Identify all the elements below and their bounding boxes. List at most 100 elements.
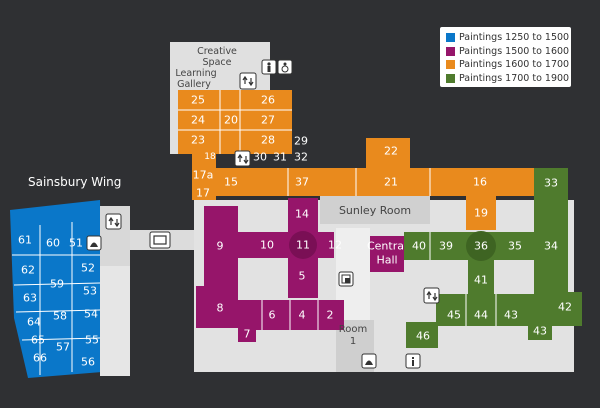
learning-gallery-label-line2: Gallery <box>177 79 211 90</box>
room-17[interactable]: 17a <box>193 169 214 182</box>
room-41[interactable]: 42 <box>558 301 572 314</box>
room-1-label-line1[interactable]: Room <box>339 324 367 335</box>
creative-space-label-line2: Space <box>203 57 232 68</box>
accessible-toilet-icon[interactable] <box>277 59 293 75</box>
toilet-icon[interactable] <box>261 59 277 75</box>
room-16[interactable]: 17 <box>196 187 210 200</box>
room-46[interactable]: 46 <box>416 330 430 343</box>
room-27[interactable]: 31 <box>273 151 287 164</box>
area-labels: Creative Space Learning Gallery Sunley R… <box>175 46 411 347</box>
room-38[interactable]: 39 <box>439 240 453 253</box>
legend-swatch-green <box>446 73 455 83</box>
orange-upper-block <box>178 90 292 154</box>
room-65[interactable]: 65 <box>31 334 45 347</box>
room-6[interactable]: 6 <box>269 309 276 322</box>
legend-item-1500-1600: Paintings 1500 to 1600 <box>446 45 571 59</box>
lift-icon[interactable] <box>239 72 257 90</box>
room-14[interactable]: 14 <box>295 208 309 221</box>
legend-swatch-purple <box>446 46 455 56</box>
room-56[interactable]: 56 <box>81 356 95 369</box>
room-37[interactable]: 19 <box>474 207 488 220</box>
room-51[interactable]: 51 <box>69 237 83 250</box>
legend-swatch-orange <box>446 60 455 70</box>
room-58[interactable]: 58 <box>53 310 67 323</box>
room-10[interactable]: 10 <box>260 239 274 252</box>
room-63[interactable]: 63 <box>23 292 37 305</box>
room-12[interactable]: 12 <box>328 239 342 252</box>
room-28[interactable]: 32 <box>294 151 308 164</box>
sunley-room-label[interactable]: Sunley Room <box>339 204 411 217</box>
room-40[interactable]: 41 <box>474 274 488 287</box>
room-36-rotunda <box>466 231 496 261</box>
green-lower-block <box>436 294 534 326</box>
room-59[interactable]: 59 <box>50 278 64 291</box>
sainsbury-rooms: 61 60 51 62 52 59 63 53 64 58 54 65 57 5… <box>18 234 99 369</box>
room-23[interactable]: 27 <box>261 114 275 127</box>
shop-icon[interactable] <box>149 231 171 249</box>
room-8[interactable]: 8 <box>217 302 224 315</box>
room-61[interactable]: 61 <box>18 234 32 247</box>
room-32[interactable]: 16 <box>473 176 487 189</box>
cloakroom-icon[interactable] <box>338 271 354 287</box>
room-4[interactable]: 4 <box>299 309 306 322</box>
cafe-icon[interactable] <box>86 235 102 251</box>
room-62[interactable]: 62 <box>21 264 35 277</box>
period-1600-1700 <box>178 90 534 230</box>
lift-icon-sainsbury[interactable] <box>105 213 122 230</box>
cafe-icon-lower[interactable] <box>361 353 377 369</box>
room-39[interactable]: 40 <box>412 240 426 253</box>
sainsbury-wing-floor <box>10 200 102 378</box>
main-building <box>170 42 574 372</box>
room-22[interactable]: 26 <box>261 94 275 107</box>
room-60[interactable]: 60 <box>46 237 60 250</box>
room-9[interactable]: 9 <box>217 240 224 253</box>
room-5[interactable]: 5 <box>299 270 306 283</box>
room-1-label-line2[interactable]: 1 <box>350 336 356 347</box>
room-44[interactable]: 44 <box>474 309 488 322</box>
room-17a[interactable]: 18 <box>204 152 216 162</box>
purple-dividers <box>261 300 319 330</box>
room-11[interactable]: 11 <box>296 239 310 252</box>
room-52[interactable]: 52 <box>81 262 95 275</box>
facility-icons <box>86 59 440 369</box>
room-43[interactable]: 43 <box>504 309 518 322</box>
period-1700-1900 <box>404 168 582 348</box>
room-26[interactable]: 30 <box>253 151 267 164</box>
room-30[interactable]: 21 <box>384 176 398 189</box>
room-64[interactable]: 64 <box>27 316 41 329</box>
room-19[interactable]: 23 <box>191 134 205 147</box>
room-36[interactable]: 36 <box>474 240 488 253</box>
room-7[interactable]: 7 <box>244 328 251 341</box>
room-21[interactable]: 25 <box>191 94 205 107</box>
room-57[interactable]: 57 <box>56 341 70 354</box>
orange-room-37-block <box>466 196 496 230</box>
room-55[interactable]: 55 <box>85 334 99 347</box>
room-25[interactable]: 29 <box>294 135 308 148</box>
room-20[interactable]: 24 <box>191 114 205 127</box>
sunley-room <box>320 196 430 224</box>
room-54[interactable]: 54 <box>84 308 98 321</box>
room-18[interactable]: 20 <box>224 114 238 127</box>
central-hall-label-line1[interactable]: Central <box>367 240 407 253</box>
room-42[interactable]: 43 <box>533 325 547 338</box>
legend-swatch-blue <box>446 33 455 43</box>
sainsbury-wing: 61 60 51 62 52 59 63 53 64 58 54 65 57 5… <box>10 175 130 378</box>
legend-item-1600-1700: Paintings 1600 to 1700 <box>446 58 571 72</box>
room-53[interactable]: 53 <box>83 285 97 298</box>
room-34[interactable]: 34 <box>544 240 558 253</box>
lift-icon-east[interactable] <box>423 287 440 304</box>
room-9-block <box>204 206 238 286</box>
room-29[interactable]: 37 <box>295 176 309 189</box>
lift-icon-center[interactable] <box>234 150 251 167</box>
room-2[interactable]: 2 <box>327 309 334 322</box>
legend-item-1250-1500: Paintings 1250 to 1500 <box>446 31 571 45</box>
central-hall-label-line2[interactable]: Hall <box>376 254 397 267</box>
room-45[interactable]: 45 <box>447 309 461 322</box>
room-66[interactable]: 66 <box>33 352 47 365</box>
room-33[interactable]: 33 <box>544 177 558 190</box>
room-15[interactable]: 15 <box>224 176 238 189</box>
room-24[interactable]: 28 <box>261 134 275 147</box>
information-icon[interactable] <box>405 353 421 369</box>
room-35[interactable]: 35 <box>508 240 522 253</box>
room-31[interactable]: 22 <box>384 145 398 158</box>
